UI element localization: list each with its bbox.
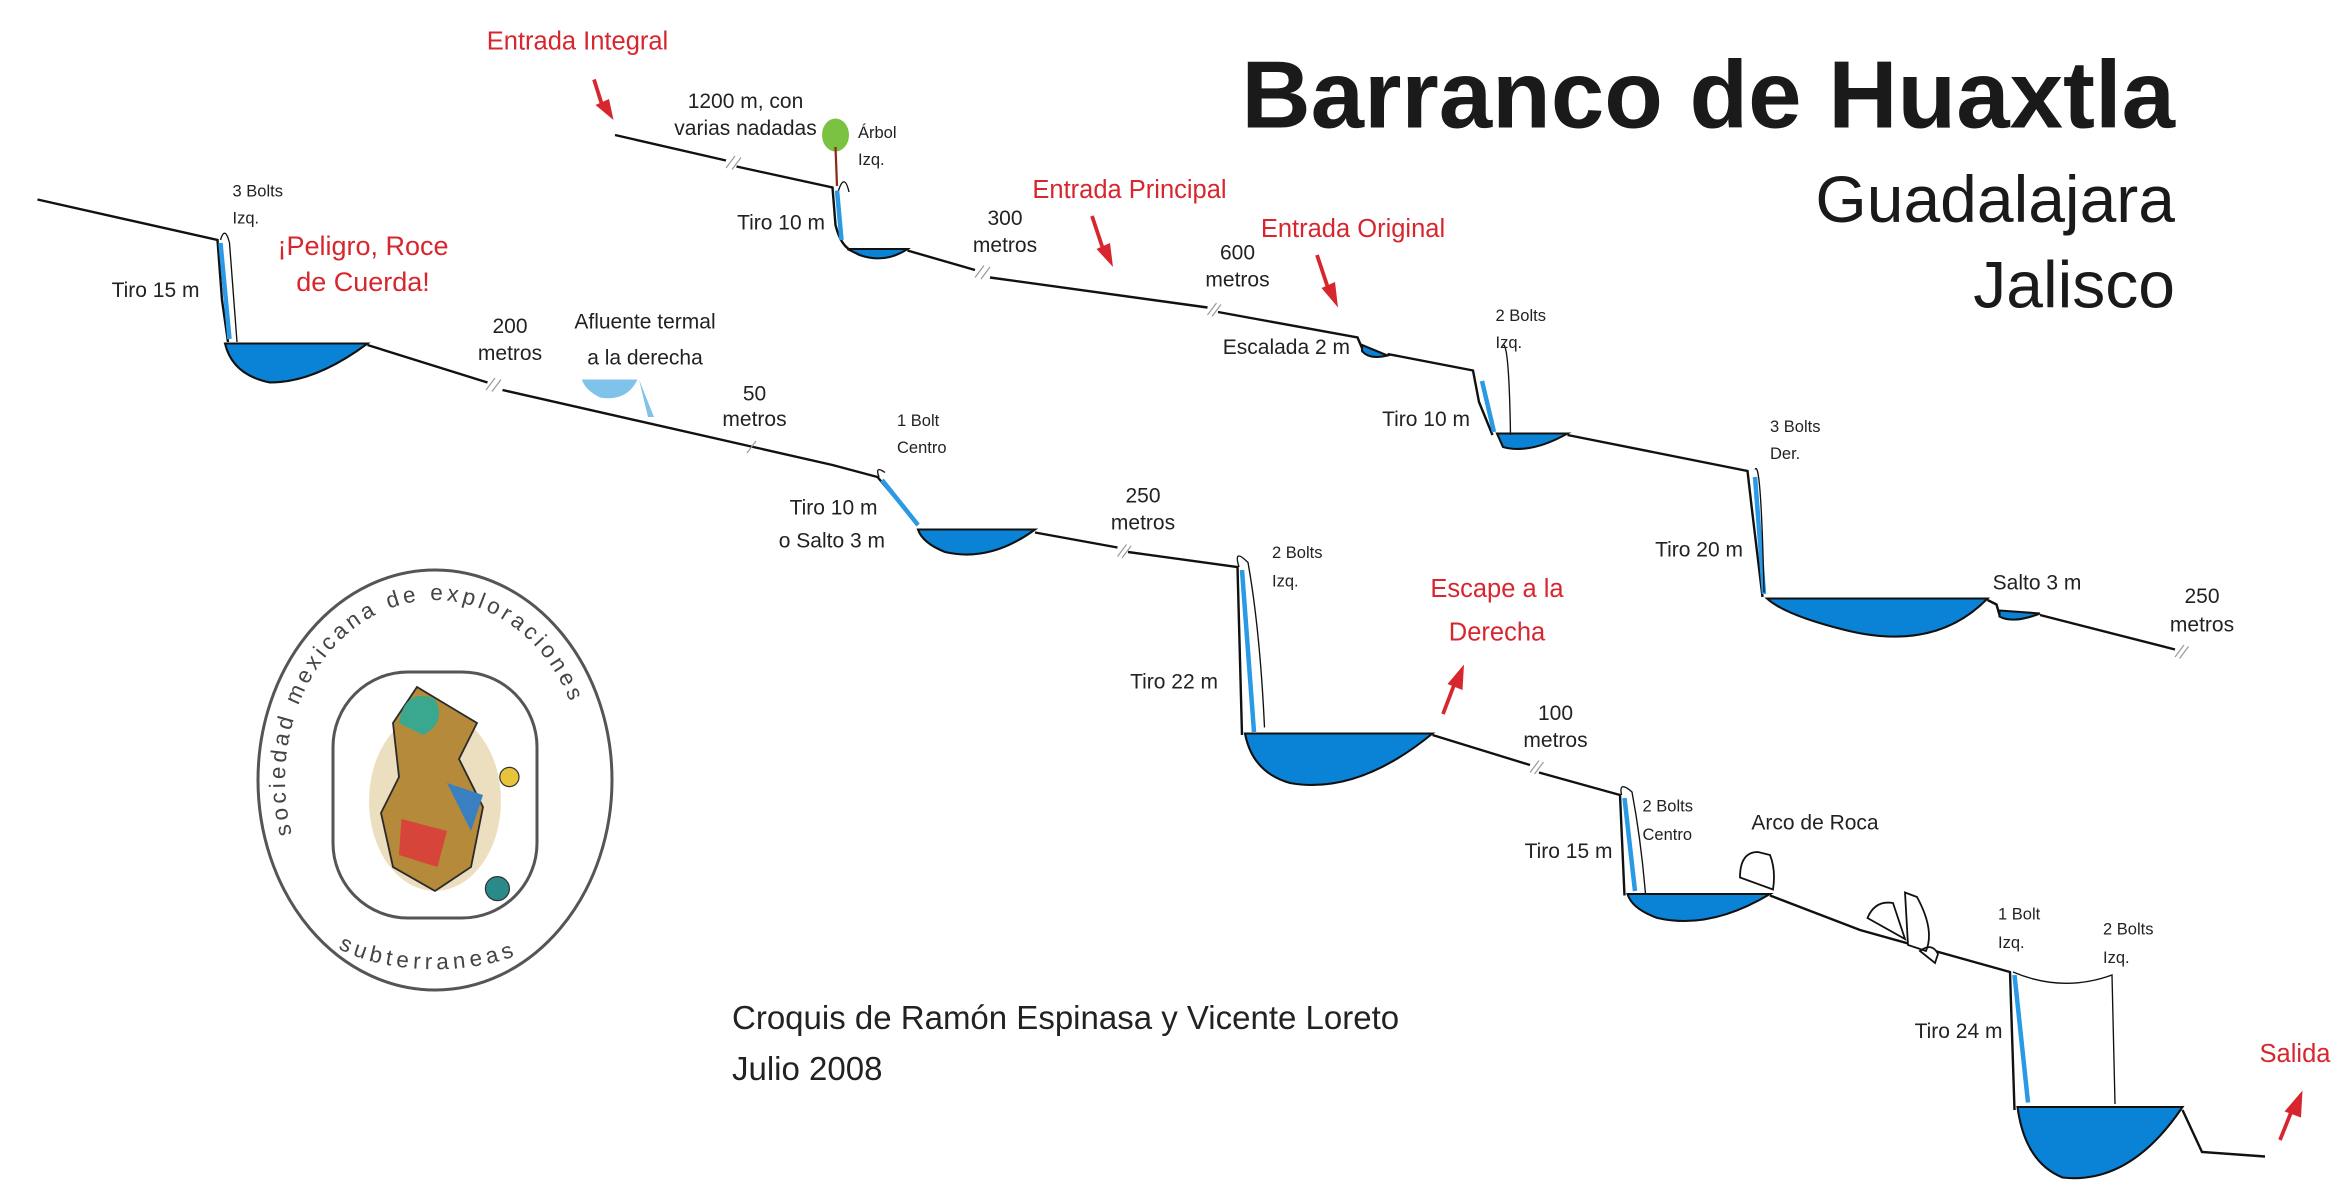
arrow-exit-icon xyxy=(2278,1090,2303,1141)
credits-date: Julio 2008 xyxy=(732,1050,882,1087)
dist-50-label-2: metros xyxy=(722,408,786,431)
bolts-label-2: Izq. xyxy=(233,210,260,228)
dist-250-label-2: metros xyxy=(1111,512,1175,535)
bolts-label-2: Izq. xyxy=(1998,934,2025,952)
arrow-escape-icon xyxy=(1441,664,1464,715)
escape-label-1: Escape a la xyxy=(1430,575,1564,603)
warning-label-1: ¡Peligro, Roce xyxy=(277,231,448,261)
dist-200-label-1: 200 xyxy=(492,315,527,338)
tree-anchor-label-2: Izq. xyxy=(858,151,885,169)
exit-label: Salida xyxy=(2260,1040,2332,1068)
dist-600-label-1: 600 xyxy=(1220,242,1255,265)
jump-label: Salto 3 m xyxy=(1993,572,2082,595)
entrada-integral-label: Entrada Integral xyxy=(487,28,668,56)
bolts-label-1: 3 Bolts xyxy=(1770,418,1820,436)
arrow-entrada-integral-icon xyxy=(592,78,614,120)
dist-250-label-1: 250 xyxy=(1125,485,1160,508)
bolts-label-1: 1 Bolt xyxy=(1998,906,2041,924)
aztec-figure-icon xyxy=(369,685,520,902)
bolts-label-2: Izq. xyxy=(2103,949,2130,967)
bolts-label-2: Izq. xyxy=(1272,573,1299,591)
sme-logo: sociedad mexicana de exploraciones subte… xyxy=(256,568,614,992)
tree-icon xyxy=(822,118,849,187)
dist-250-label-2: metros xyxy=(2170,614,2234,637)
drop-label: Tiro 22 m xyxy=(1130,671,1218,694)
dist-600-label-2: metros xyxy=(1205,269,1269,292)
drop-label-1: Tiro 10 m xyxy=(790,497,878,520)
drop-label: Tiro 15 m xyxy=(1525,840,1613,863)
escape-label-2: Derecha xyxy=(1449,619,1546,647)
dist-100-label-1: 100 xyxy=(1538,702,1573,725)
lower-canyon-profile xyxy=(37,198,2266,1180)
drop-label: Tiro 10 m xyxy=(1382,408,1470,431)
tributary-label-2: a la derecha xyxy=(587,347,703,370)
bolts-label-2: Der. xyxy=(1770,445,1800,463)
arch-label: Arco de Roca xyxy=(1751,812,1879,835)
rock-arch-icon xyxy=(1739,851,1939,965)
bolts-label-2: Centro xyxy=(897,439,947,457)
drop-label: Tiro 10 m xyxy=(737,212,825,235)
title: Barranco de Huaxtla xyxy=(1241,42,2175,149)
upper-canyon-profile xyxy=(614,118,2189,659)
dist-50-label-1: 50 xyxy=(743,383,766,406)
tree-anchor-label-1: Árbol xyxy=(858,123,897,142)
entrada-principal-label: Entrada Principal xyxy=(1032,176,1226,204)
bolts-label-1: 2 Bolts xyxy=(1272,544,1322,562)
drop-label: Tiro 24 m xyxy=(1915,1020,2003,1043)
bolts-label-2: Izq. xyxy=(1496,334,1523,352)
drop-label: Tiro 15 m xyxy=(112,279,200,302)
credits-authors: Croquis de Ramón Espinasa y Vicente Lore… xyxy=(732,999,1399,1036)
warning-label-2: de Cuerda! xyxy=(296,267,430,297)
subtitle-state: Jalisco xyxy=(1973,248,2175,322)
subtitle-city: Guadalajara xyxy=(1815,162,2175,236)
dist-250-label-1: 250 xyxy=(2184,585,2219,608)
dist-300-label-2: metros xyxy=(973,234,1037,257)
bolts-label-1: 2 Bolts xyxy=(1496,307,1546,325)
arrow-entrada-original-icon xyxy=(1315,254,1338,308)
bolts-label-1: 3 Bolts xyxy=(233,183,283,201)
bolts-label-1: 2 Bolts xyxy=(1643,798,1693,816)
dist-200-label-2: metros xyxy=(478,342,542,365)
dist-300-label-1: 300 xyxy=(987,207,1022,230)
drop-label: Tiro 20 m xyxy=(1655,539,1743,562)
dist-1200-label-2: varias nadadas xyxy=(674,117,816,140)
entrada-original-label: Entrada Original xyxy=(1261,215,1445,243)
climb-label: Escalada 2 m xyxy=(1223,336,1350,359)
dist-1200-label-1: 1200 m, con xyxy=(688,90,804,113)
arrow-entrada-principal-icon xyxy=(1090,215,1113,267)
bolts-label-1: 2 Bolts xyxy=(2103,921,2153,939)
bolts-label-2: Centro xyxy=(1643,826,1693,844)
dist-100-label-2: metros xyxy=(1523,729,1587,752)
bolts-label-1: 1 Bolt xyxy=(897,412,940,430)
drop-label-2: o Salto 3 m xyxy=(779,530,885,553)
tributary-label-1: Afluente termal xyxy=(574,311,715,334)
